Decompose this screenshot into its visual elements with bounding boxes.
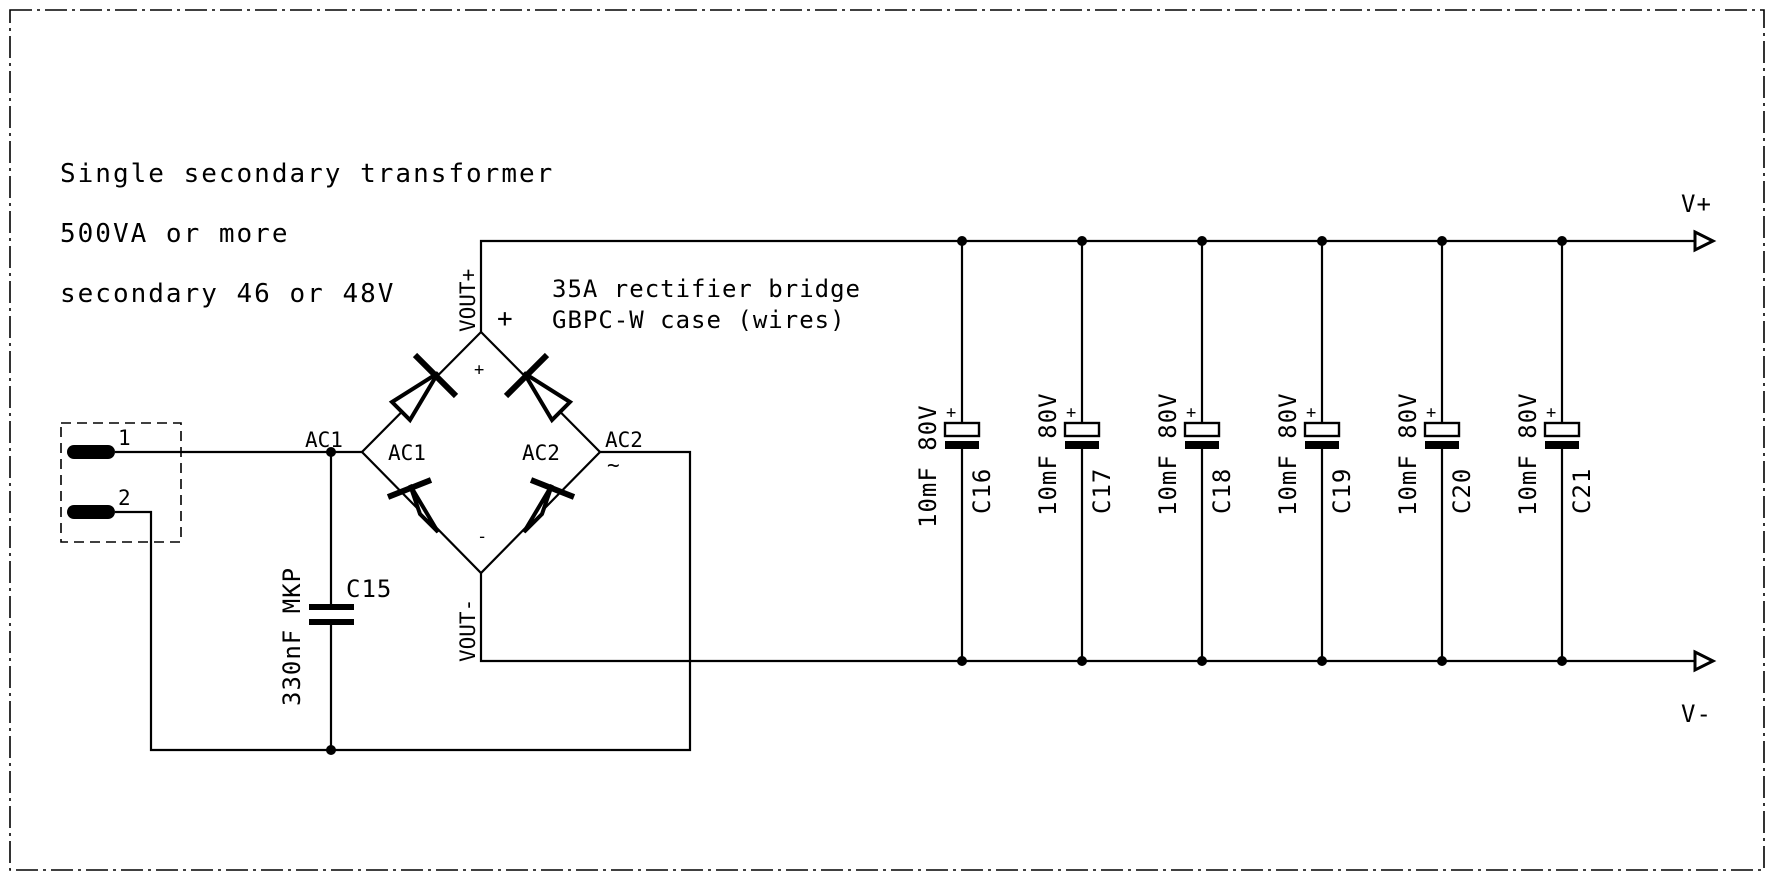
capacitor-polarity: +	[1306, 403, 1316, 423]
capacitor-c20: +10mF 80V C20	[1394, 236, 1476, 666]
bridge-ac1-outer-label: AC1	[305, 428, 343, 452]
capacitor-ref: C20	[1448, 468, 1476, 514]
capacitor-value: 10mF 80V	[1154, 392, 1182, 516]
capacitor-ref: C21	[1568, 468, 1596, 514]
junction-bottom	[957, 656, 967, 666]
capacitor-ref: C18	[1208, 468, 1236, 514]
note-line-2: 500VA or more	[60, 219, 290, 249]
bridge-rectifier: AC1 AC2 + - + AC1 AC2 ~ VOUT+ VOUT-	[305, 269, 643, 662]
capacitor-c16: +10mF 80V C16	[914, 236, 996, 666]
output-negative-arrow	[1693, 649, 1717, 673]
output-positive: V+	[1681, 190, 1717, 253]
bridge-description-line-2: GBPC-W case (wires)	[552, 306, 846, 334]
output-positive-label: V+	[1681, 190, 1712, 218]
junction-top	[1197, 236, 1207, 246]
diode-upper-right	[503, 352, 574, 424]
connector-pin-1	[67, 445, 115, 459]
capacitor-polarity: +	[1186, 403, 1196, 423]
capacitor-negative-plate	[1305, 441, 1339, 449]
capacitor-positive-plate	[1543, 421, 1581, 438]
connector-outline	[60, 422, 182, 543]
bridge-inner-minus: -	[477, 527, 487, 547]
junction-top	[1077, 236, 1087, 246]
capacitor-value: 10mF 80V	[1514, 392, 1542, 516]
capacitor-negative-plate	[1185, 441, 1219, 449]
capacitor-polarity: +	[946, 403, 956, 423]
bridge-inner-ac1-label: AC1	[388, 441, 426, 465]
bridge-description-line-1: 35A rectifier bridge	[552, 275, 861, 303]
bridge-vout-pos-label: VOUT+	[456, 269, 480, 332]
capacitor-value: 10mF 80V	[1394, 392, 1422, 516]
c15-ref: C15	[346, 575, 392, 603]
bridge-ac2-outer-label: AC2	[605, 428, 643, 452]
c15-value: 330nF MKP	[278, 567, 306, 706]
connector-pin-2-label: 2	[118, 486, 131, 510]
wires	[115, 239, 1695, 752]
capacitor-c18: +10mF 80V C18	[1154, 236, 1236, 666]
junction-bottom	[1077, 656, 1087, 666]
junction-c15-top	[326, 447, 336, 457]
note-line-3: secondary 46 or 48V	[60, 279, 395, 309]
output-negative: V-	[1681, 649, 1717, 728]
capacitor-positive-plate	[943, 421, 981, 438]
capacitor-positive-plate	[1063, 421, 1101, 438]
junction-bottom	[1317, 656, 1327, 666]
capacitor-value: 10mF 80V	[1034, 392, 1062, 516]
capacitor-polarity: +	[1426, 403, 1436, 423]
note-line-1: Single secondary transformer	[60, 159, 554, 189]
junction-bottom	[1437, 656, 1447, 666]
junction-bottom	[1197, 656, 1207, 666]
capacitor-negative-plate	[1065, 441, 1099, 449]
capacitor-polarity: +	[1066, 403, 1076, 423]
junction-c15-bottom	[326, 745, 336, 755]
junction-top	[1317, 236, 1327, 246]
bridge-vout-neg-label: VOUT-	[456, 599, 480, 662]
connector-pin-2	[67, 505, 115, 519]
input-connector: 1 2	[60, 422, 182, 543]
bridge-inner-ac2-label: AC2	[522, 441, 560, 465]
capacitor-positive-plate	[1183, 421, 1221, 438]
diode-upper-left	[388, 352, 459, 424]
sheet-frame	[9, 9, 1765, 871]
capacitor-ref: C16	[968, 468, 996, 514]
capacitor-value: 10mF 80V	[914, 404, 942, 528]
connector-pin-1-label: 1	[118, 426, 131, 450]
output-positive-arrow	[1693, 229, 1717, 253]
capacitor-ref: C17	[1088, 468, 1116, 514]
diode-lower-right	[522, 477, 576, 534]
bridge-plus-sign: +	[497, 304, 515, 334]
capacitor-c15: C15 330nF MKP	[278, 567, 392, 706]
bridge-inner-plus: +	[474, 360, 484, 380]
capacitor-polarity: +	[1546, 403, 1556, 423]
rail-negative	[479, 573, 1695, 663]
junction-top	[1437, 236, 1447, 246]
junction-bottom	[1557, 656, 1567, 666]
junction-top	[1557, 236, 1567, 246]
capacitor-negative-plate	[1425, 441, 1459, 449]
capacitor-positive-plate	[1303, 421, 1341, 438]
capacitor-c17: +10mF 80V C17	[1034, 236, 1116, 666]
capacitor-c21: +10mF 80V C21	[1514, 236, 1596, 666]
capacitor-positive-plate	[1423, 421, 1461, 438]
bridge-ac2-tilde: ~	[607, 453, 620, 477]
capacitor-negative-plate	[1545, 441, 1579, 449]
junction-top	[957, 236, 967, 246]
capacitor-c19: +10mF 80V C19	[1274, 236, 1356, 666]
rail-positive	[479, 239, 1695, 332]
capacitor-ref: C19	[1328, 468, 1356, 514]
capacitor-value: 10mF 80V	[1274, 392, 1302, 516]
wire-ac-return	[115, 450, 692, 752]
capacitor-negative-plate	[945, 441, 979, 449]
diode-lower-left	[386, 477, 440, 534]
output-negative-label: V-	[1681, 700, 1712, 728]
